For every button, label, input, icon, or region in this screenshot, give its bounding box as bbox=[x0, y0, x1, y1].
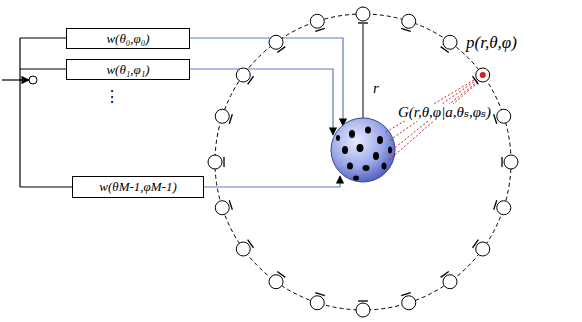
microphone-ring bbox=[208, 7, 518, 317]
transfer-label: G(r,θ,φ|a,θₛ,φₛ) bbox=[398, 104, 491, 121]
radius-label: r bbox=[373, 80, 379, 97]
branch-line bbox=[20, 37, 66, 38]
branch-line bbox=[20, 186, 72, 187]
bus-line bbox=[19, 38, 20, 187]
feed-line bbox=[204, 176, 340, 187]
weight-label: w(θM-1,φM-1) bbox=[99, 179, 176, 195]
transducer-dots bbox=[336, 127, 392, 181]
pressure-label: p(r,θ,φ) bbox=[466, 34, 517, 53]
weight-box: w(θM-1,φM-1) bbox=[72, 176, 204, 198]
ellipsis: ⋮ bbox=[104, 88, 120, 106]
feed-line bbox=[190, 69, 333, 135]
input-arrow bbox=[2, 79, 29, 80]
split-node bbox=[29, 76, 37, 84]
radius-line bbox=[363, 24, 364, 118]
spherical-array bbox=[331, 118, 395, 182]
bus-stub bbox=[20, 79, 29, 80]
weight-label: w(θ₀,φ₀) bbox=[106, 31, 149, 47]
feed-line bbox=[190, 38, 343, 126]
array-circle bbox=[215, 14, 511, 310]
weight-label: w(θ₁,φ₁) bbox=[106, 62, 149, 78]
weight-box: w(θ₁,φ₁) bbox=[66, 59, 190, 80]
branch-line bbox=[20, 68, 66, 69]
weight-box: w(θ₀,φ₀) bbox=[66, 28, 190, 49]
